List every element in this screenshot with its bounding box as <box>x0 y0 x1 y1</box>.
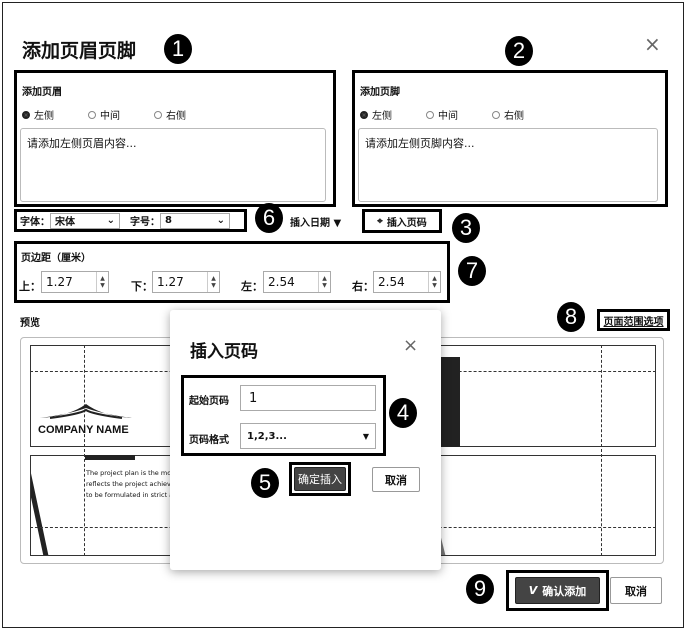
popup-title: 插入页码 <box>190 342 258 362</box>
margins-title: 页边距（厘米） <box>21 253 91 264</box>
page-number-settings: 起始页码 1 页码格式 1,2,3...▼ <box>181 375 386 456</box>
spinner-icon: ▲▼ <box>207 272 219 292</box>
insert-page-number-dialog: 插入页码 × 起始页码 1 页码格式 1,2,3...▼ 确定插入 取消 <box>170 310 441 570</box>
margin-right-label: 右： <box>352 280 374 293</box>
header-section: 添加页眉 左侧 中间 右侧 请添加左侧页眉内容... <box>14 70 336 207</box>
vip-icon: V <box>528 584 538 597</box>
margin-top-input[interactable]: 1.27▲▼ <box>41 271 109 293</box>
footer-section: 添加页脚 左侧 中间 右侧 请添加左侧页脚内容... <box>352 70 668 207</box>
close-icon[interactable]: × <box>403 335 419 356</box>
badge-1: 1 <box>164 34 192 64</box>
radio-footer-left[interactable]: 左侧 <box>360 107 392 122</box>
size-label: 字号： <box>130 217 160 228</box>
badge-8: 8 <box>557 302 585 332</box>
font-label: 字体： <box>20 217 50 228</box>
insert-page-number-button[interactable]: ⌖插入页码 <box>362 209 442 233</box>
badge-5: 5 <box>251 468 279 498</box>
chevron-down-icon: ⌄ <box>216 215 225 226</box>
margin-top-label: 上： <box>19 280 41 293</box>
font-select[interactable]: 宋体⌄ <box>50 212 120 229</box>
close-icon[interactable]: × <box>644 32 661 56</box>
radio-footer-right[interactable]: 右侧 <box>492 107 524 122</box>
company-name: COMPANY NAME <box>38 424 129 436</box>
header-label: 添加页眉 <box>22 87 62 98</box>
spinner-icon: ▲▼ <box>318 272 330 292</box>
cancel-button[interactable]: 取消 <box>610 577 662 604</box>
company-logo-icon <box>40 404 132 419</box>
badge-7: 7 <box>458 256 486 286</box>
start-page-input[interactable]: 1 <box>240 385 376 411</box>
badge-2: 2 <box>505 36 533 66</box>
format-select[interactable]: 1,2,3...▼ <box>240 423 376 449</box>
popup-cancel-button[interactable]: 取消 <box>372 467 420 492</box>
radio-header-center[interactable]: 中间 <box>88 107 120 122</box>
radio-header-left[interactable]: 左侧 <box>22 107 54 122</box>
caret-down-icon: ▼ <box>362 431 369 441</box>
margins-section: 页边距（厘米） <box>14 241 450 303</box>
chevron-down-icon: ⌄ <box>106 215 115 226</box>
footer-label: 添加页脚 <box>360 87 400 98</box>
format-label: 页码格式 <box>189 435 229 446</box>
size-select[interactable]: 8⌄ <box>160 212 230 229</box>
confirm-insert-button[interactable]: 确定插入 <box>294 467 346 491</box>
insert-date-button[interactable]: 插入日期 ▼ <box>290 218 342 229</box>
preview-label: 预览 <box>20 318 40 329</box>
margin-left-input[interactable]: 2.54▲▼ <box>263 271 331 293</box>
badge-4: 4 <box>389 398 417 428</box>
badge-9: 9 <box>466 574 494 604</box>
badge-6: 6 <box>255 203 283 233</box>
page-range-link[interactable]: 页面范围选项 <box>597 309 670 331</box>
page-number-icon: ⌖ <box>377 215 383 227</box>
spinner-icon: ▲▼ <box>96 272 108 292</box>
header-textarea[interactable]: 请添加左侧页眉内容... <box>20 128 326 202</box>
margin-left-label: 左： <box>241 280 263 293</box>
margin-bottom-label: 下： <box>131 280 153 293</box>
start-page-label: 起始页码 <box>189 396 229 407</box>
dialog-title: 添加页眉页脚 <box>22 40 137 62</box>
margin-right-input[interactable]: 2.54▲▼ <box>373 271 441 293</box>
margin-bottom-input[interactable]: 1.27▲▼ <box>152 271 220 293</box>
radio-footer-center[interactable]: 中间 <box>426 107 458 122</box>
footer-textarea[interactable]: 请添加左侧页脚内容... <box>358 128 658 202</box>
font-row: 字体： 宋体⌄ 字号： 8⌄ <box>14 209 247 232</box>
spinner-icon: ▲▼ <box>428 272 440 292</box>
radio-header-right[interactable]: 右侧 <box>154 107 186 122</box>
badge-3: 3 <box>452 213 480 243</box>
confirm-insert-highlight: 确定插入 <box>289 462 351 496</box>
